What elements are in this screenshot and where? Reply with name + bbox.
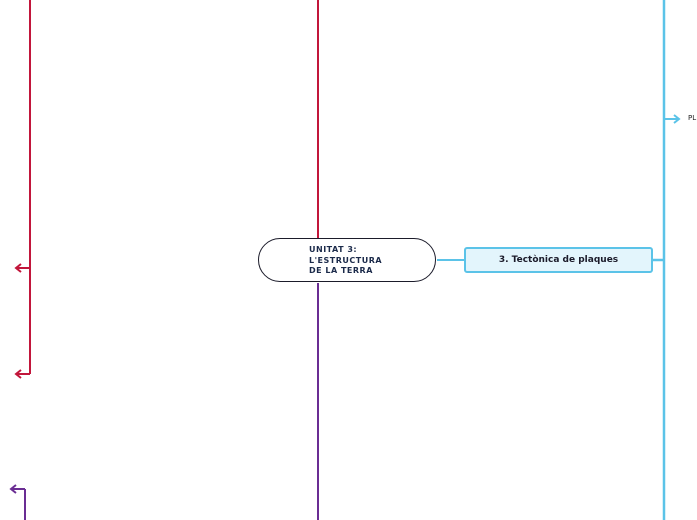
red-arrow-head-1 [14,263,22,273]
topic-label: 3. Tectònica de plaques [498,255,619,265]
topic-node-tectonica[interactable]: 3. Tectònica de plaques [464,247,653,273]
red-arrow-head-2 [14,369,22,379]
purple-arrow-head [9,484,17,494]
right-edge-cut-label[interactable]: PL [688,114,697,122]
central-topic-title: UNITAT 3: L'ESTRUCTURA DE LA TERRA [309,245,383,275]
central-topic-node[interactable]: UNITAT 3: L'ESTRUCTURA DE LA TERRA [258,238,436,282]
blue-arrow-head [673,114,681,124]
